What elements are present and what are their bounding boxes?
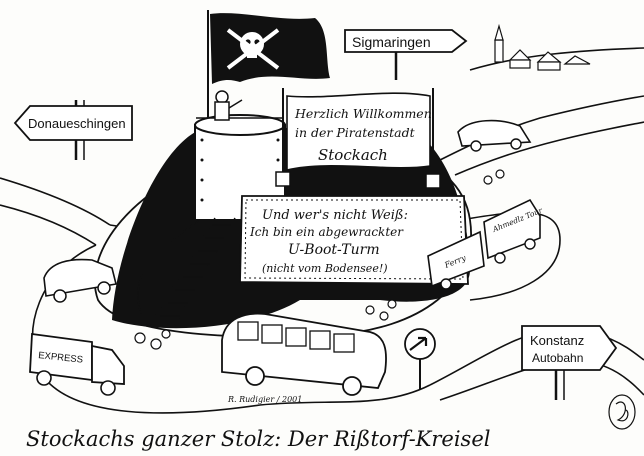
banner-line-2: in der Piratenstadt <box>295 125 416 140</box>
board-line-2: Ich bin ein abgewrackter <box>249 225 404 239</box>
sign-sigmaringen-label: Sigmaringen <box>352 34 431 50</box>
banner-line-1: Herzlich Willkommen <box>294 106 432 121</box>
express-truck-label: EXPRESS <box>38 350 84 366</box>
uboot-tower <box>194 90 286 221</box>
car-left <box>43 258 117 303</box>
roundabout-arrow-icon <box>404 328 436 390</box>
stairs <box>137 217 236 326</box>
stamp-mark <box>608 394 636 430</box>
sign-sigmaringen: Sigmaringen <box>344 29 468 80</box>
info-board: Und wer's nicht Weiß: Ich bin ein abgewr… <box>239 195 469 285</box>
sign-donaueschingen: Donaueschingen <box>13 100 133 160</box>
banner-line-3: Stockach <box>318 146 388 164</box>
express-truck: EXPRESS <box>29 332 125 396</box>
sign-konstanz: Konstanz Autobahn <box>521 325 618 400</box>
welcome-banner: Herzlich Willkommen in der Piratenstadt … <box>275 88 441 189</box>
car-top-right <box>457 119 532 152</box>
sign-konstanz-line-1: Konstanz <box>530 333 584 348</box>
skull-flag-icon <box>226 28 280 70</box>
town-skyline <box>494 23 591 71</box>
bus <box>221 312 387 396</box>
artist-signature: R. Rudigier / 2001 <box>227 395 302 404</box>
board-line-4: (nicht vom Bodensee!) <box>262 262 388 275</box>
flowers <box>134 169 505 350</box>
pirate-flag <box>207 10 330 118</box>
sign-konstanz-line-2: Autobahn <box>532 351 583 365</box>
caption: Stockachs ganzer Stolz: Der Rißtorf-Krei… <box>26 427 490 451</box>
board-line-3: U-Boot-Turm <box>288 242 380 258</box>
board-line-1: Und wer's nicht Weiß: <box>262 208 408 223</box>
sign-donaueschingen-label: Donaueschingen <box>28 116 126 131</box>
